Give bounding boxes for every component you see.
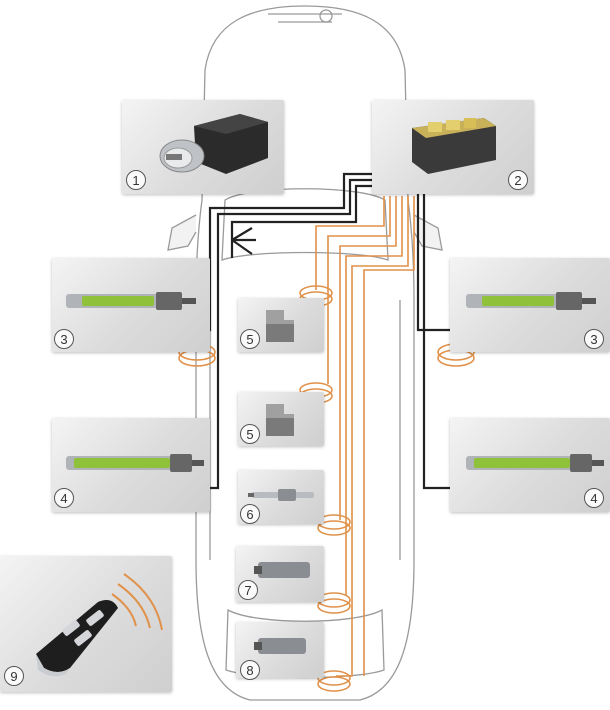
rear-antenna-icon [254, 562, 310, 578]
control-unit-icon [412, 118, 496, 174]
right-mirror-icon [413, 214, 443, 251]
component-number-badge: 8 [240, 660, 260, 680]
component-panel-2 [372, 100, 534, 194]
left-mirror-icon [167, 214, 197, 251]
component-number-badge: 3 [584, 329, 604, 349]
interior-antenna-icon [266, 310, 294, 342]
component-panel-3-right [450, 258, 610, 352]
remote-key-fob-icon [36, 573, 163, 677]
component-panel-1 [122, 100, 284, 194]
door-handle-antenna-icon [66, 292, 196, 310]
component-number-badge: 7 [238, 580, 258, 600]
interior-antenna-icon [266, 404, 294, 436]
antenna-wires [315, 196, 415, 677]
rod-antenna-icon [248, 489, 314, 501]
door-handle-antenna-icon [466, 454, 604, 472]
component-panel-9 [0, 556, 172, 692]
ignition-lock-icon [159, 114, 268, 174]
antenna-coil-icon [317, 670, 351, 692]
component-number-badge: 2 [508, 170, 528, 190]
component-number-badge: 4 [584, 488, 604, 508]
component-panel-4-left [52, 418, 210, 512]
bumper-antenna-icon [254, 638, 306, 654]
component-number-badge: 5 [240, 424, 260, 444]
component-number-badge: 9 [4, 666, 24, 686]
component-number-badge: 1 [126, 170, 146, 190]
component-panel-6 [238, 470, 324, 524]
component-number-badge: 3 [54, 329, 74, 349]
component-number-badge: 5 [240, 329, 260, 349]
door-handle-antenna-icon [466, 292, 596, 310]
component-number-badge: 6 [240, 504, 260, 524]
door-handle-antenna-icon [66, 454, 204, 472]
component-number-badge: 4 [54, 488, 74, 508]
component-panel-4-right [450, 418, 610, 512]
component-panel-3-left [52, 258, 210, 352]
